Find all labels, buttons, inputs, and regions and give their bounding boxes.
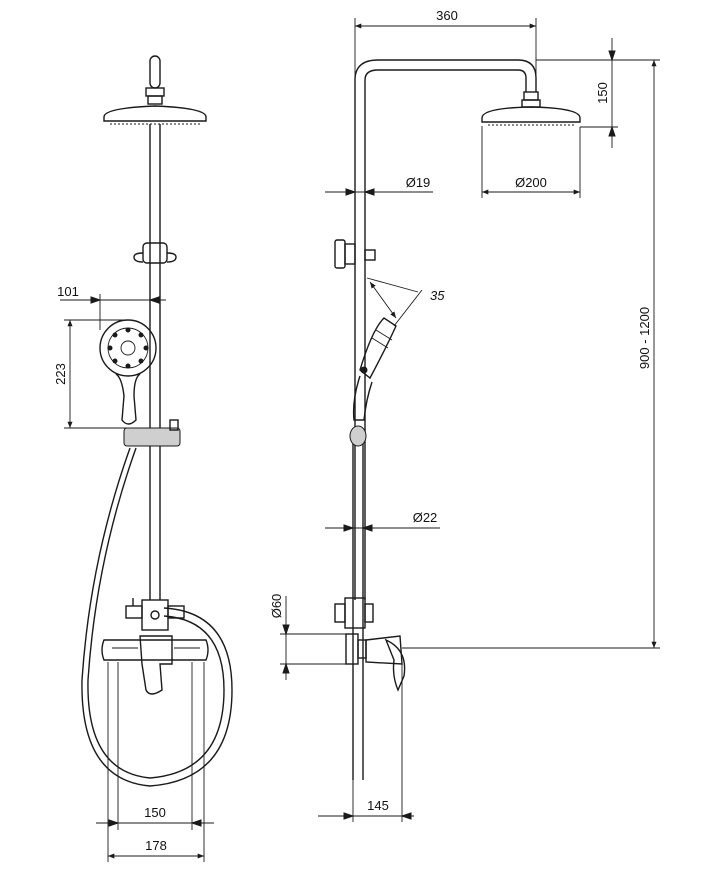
label-inlet-diameter: Ø60 — [269, 594, 284, 619]
label-head-diameter: Ø200 — [515, 175, 547, 190]
label-pipe-upper-diameter: Ø19 — [406, 175, 431, 190]
dimension-labels: 360 150 Ø19 Ø200 35 900 - 1200 Ø22 Ø60 1… — [53, 8, 652, 853]
label-connection-spacing: 150 — [144, 805, 166, 820]
label-hand-shower-width: 101 — [57, 284, 79, 299]
label-wall-projection: 145 — [367, 798, 389, 813]
dimension-lines — [60, 18, 660, 862]
front-hose — [81, 447, 233, 787]
side-hand-shower — [352, 317, 397, 421]
front-rain-head — [103, 105, 207, 122]
front-view — [81, 55, 233, 787]
front-top-nipple — [149, 55, 161, 89]
label-height-range: 900 - 1200 — [637, 307, 652, 369]
front-shower-holder — [123, 427, 181, 447]
side-rain-head — [481, 106, 581, 123]
front-hand-shower — [99, 319, 157, 425]
side-view — [334, 59, 581, 780]
label-hand-shower-height: 223 — [53, 363, 68, 385]
label-hand-shower-angle: 35 — [430, 288, 445, 303]
side-diverter — [334, 597, 374, 629]
label-arm-length: 360 — [436, 8, 458, 23]
side-overhead-arm — [354, 59, 537, 92]
label-head-drop: 150 — [595, 82, 610, 104]
side-mixer — [345, 633, 406, 692]
label-pipe-lower-diameter: Ø22 — [413, 510, 438, 525]
label-mixer-width: 178 — [145, 838, 167, 853]
front-mixer — [101, 635, 209, 695]
side-shower-holder — [349, 425, 367, 447]
front-diverter — [125, 598, 185, 631]
